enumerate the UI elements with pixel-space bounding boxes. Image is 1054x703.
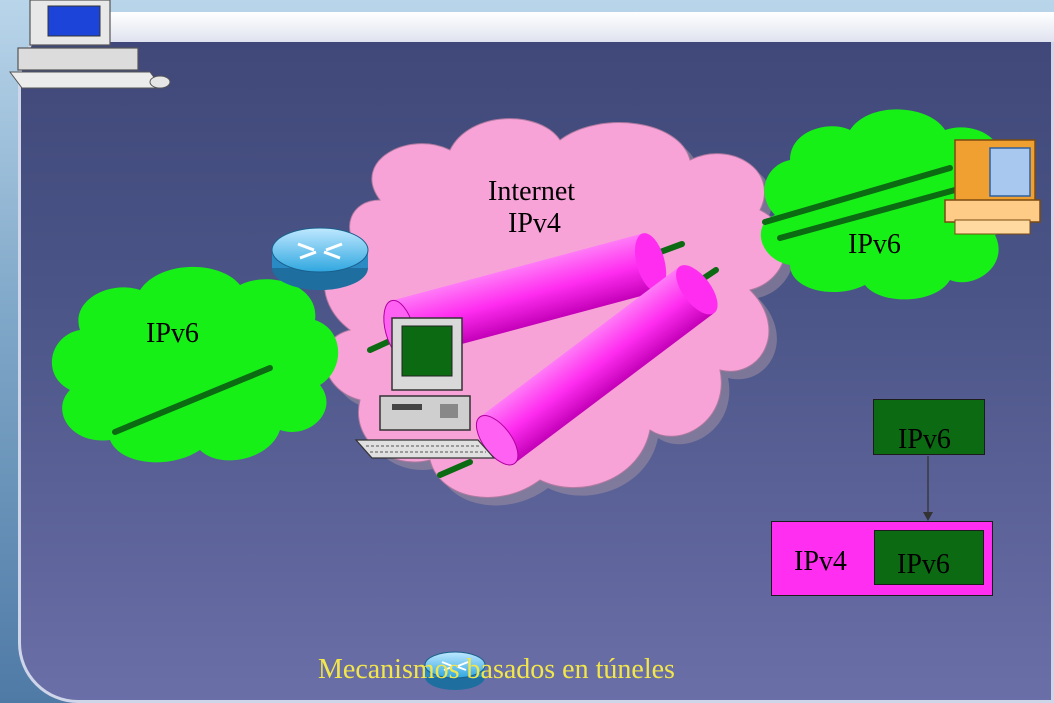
ipv4-cloud-label: IPv4 — [508, 208, 561, 239]
ipv6-link-left — [112, 365, 273, 435]
ipv6-payload-label: IPv6 — [897, 549, 950, 580]
slide-caption: Mecanismos basados en túneles — [318, 654, 675, 685]
orange-computer-icon — [944, 139, 1041, 235]
ipv6-packet-box: IPv6 — [873, 399, 985, 455]
ipv4-header-label: IPv4 — [794, 546, 847, 577]
ipv6-link-right-2 — [777, 187, 958, 241]
ipv6-left-label: IPv6 — [146, 318, 199, 349]
ipv6-left-cloud — [51, 266, 339, 463]
ipv6-right-label: IPv6 — [848, 229, 901, 260]
router-icon — [271, 227, 369, 290]
slide-top-band — [70, 12, 1054, 42]
workstation-icon — [354, 317, 496, 459]
tunnel-lower — [475, 265, 718, 466]
ipv6-packet-label: IPv6 — [898, 424, 951, 455]
internet-label: Internet — [488, 176, 576, 207]
desktop-computer-icon — [9, 0, 171, 89]
tunnel-stub-2a — [437, 459, 473, 478]
ipv6-payload-box: IPv6 — [874, 530, 984, 585]
encapsulation-arrow — [923, 456, 933, 521]
ipv6-link-right-1 — [762, 165, 953, 225]
ipv6-link-lines — [112, 165, 958, 478]
ipv4-encapsulated-box: IPv4 IPv6 — [771, 521, 993, 596]
ipv6-right-cloud — [760, 109, 1019, 300]
caption-router-icon — [424, 651, 486, 690]
